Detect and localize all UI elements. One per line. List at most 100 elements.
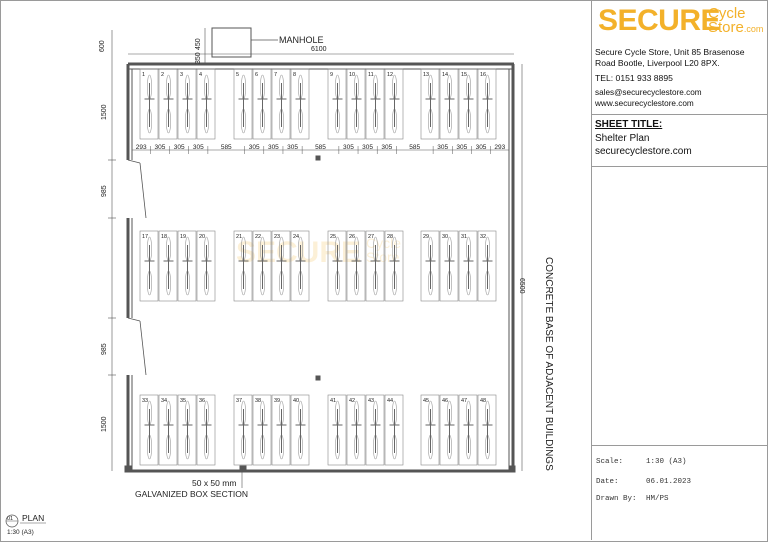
- bay-number: 24: [293, 234, 299, 240]
- bay-number: 20: [199, 234, 205, 240]
- right-caption: CONCRETE BASE OF ADJACENT BUILDINGS: [543, 257, 554, 471]
- divider: [592, 445, 767, 446]
- bike-bay: 45: [420, 394, 440, 466]
- bay-number: 11: [368, 72, 374, 78]
- bike-bay: 40: [290, 394, 310, 466]
- bike-bay: 8: [290, 68, 310, 140]
- company-email: sales@securecyclestore.com: [595, 88, 702, 97]
- shelter-plan-drawing: SECURE Cycle Store MANHOLE: [5, 27, 554, 536]
- bike-bay: 7: [271, 68, 291, 140]
- bay-number: 34: [161, 398, 167, 404]
- company-website: www.securecyclestore.com: [595, 99, 694, 108]
- spacing-dim-label: 585: [409, 144, 420, 151]
- bay-number: 14: [442, 72, 448, 78]
- bike-bay: 6: [252, 68, 272, 140]
- bay-number: 42: [349, 398, 355, 404]
- note-line-1: 50 x 50 mm: [192, 478, 236, 488]
- bike-bay: 48: [477, 394, 497, 466]
- bike-bay: 32: [477, 230, 497, 302]
- bike-bay: 3: [177, 68, 197, 140]
- sheet-title-line2: securecyclestore.com: [595, 146, 692, 157]
- bay-number: 44: [387, 398, 393, 404]
- bay-number: 18: [161, 234, 167, 240]
- bay-number: 46: [442, 398, 448, 404]
- company-address: Secure Cycle Store, Unit 85 Brasenose Ro…: [595, 47, 745, 68]
- spacing-dim-label: 305: [456, 144, 467, 151]
- left-dim-4: 1500: [101, 416, 108, 432]
- bay-number: 1: [142, 72, 145, 78]
- bay-number: 22: [255, 234, 261, 240]
- spacing-dim-label: 305: [174, 144, 185, 151]
- dim-600: 600: [99, 40, 106, 52]
- spacing-dim-label: 585: [315, 144, 326, 151]
- bay-number: 4: [199, 72, 202, 78]
- bike-bay: 25: [327, 230, 347, 302]
- bike-bay: 28: [384, 230, 404, 302]
- bike-bay: 34: [158, 394, 178, 466]
- bike-bay: 33: [139, 394, 159, 466]
- scale-label: Scale:: [596, 458, 624, 466]
- divider: [592, 166, 767, 167]
- bike-bay: 24: [290, 230, 310, 302]
- bay-number: 5: [236, 72, 239, 78]
- left-dim-2: 985: [101, 185, 108, 197]
- bay-number: 48: [480, 398, 486, 404]
- bay-number: 29: [423, 234, 429, 240]
- bay-number: 33: [142, 398, 148, 404]
- bay-number: 16: [480, 72, 486, 78]
- bike-bay: 46: [439, 394, 459, 466]
- left-dim-1: 1500: [101, 104, 108, 120]
- spacing-dim-label: 293: [494, 144, 505, 151]
- bike-bay: 15: [458, 68, 478, 140]
- view-title: PLAN: [22, 513, 44, 523]
- bay-number: 23: [274, 234, 280, 240]
- bay-number: 27: [368, 234, 374, 240]
- manhole: MANHOLE: [211, 27, 324, 58]
- bike-bay: 44: [384, 394, 404, 466]
- bay-number: 40: [293, 398, 299, 404]
- bay-number: 12: [387, 72, 393, 78]
- bike-bay: 21: [233, 230, 253, 302]
- bay-number: 47: [461, 398, 467, 404]
- spacing-dim-label: 305: [343, 144, 354, 151]
- bike-bay: 42: [346, 394, 366, 466]
- logo-dotcom: .com: [743, 24, 764, 34]
- logo-cycle-text: Cycle: [708, 5, 746, 22]
- bike-bay: 37: [233, 394, 253, 466]
- bike-bay: 29: [420, 230, 440, 302]
- left-dimensions: 1500 985 985 1500: [101, 64, 116, 471]
- bike-bay: 20: [196, 230, 216, 302]
- bike-bay: 19: [177, 230, 197, 302]
- bay-number: 26: [349, 234, 355, 240]
- bike-bay: 2: [158, 68, 178, 140]
- logo-secure-text: SECURE: [598, 4, 721, 37]
- bay-number: 17: [142, 234, 148, 240]
- spacing-dim-label: 293: [136, 144, 147, 151]
- spacing-dim-label: 585: [221, 144, 232, 151]
- right-dimensions: 6500 CONCRETE BASE OF ADJACENT BUILDINGS: [518, 64, 554, 471]
- bay-number: 43: [368, 398, 374, 404]
- bay-number: 8: [293, 72, 296, 78]
- spacing-dim-label: 305: [268, 144, 279, 151]
- spacing-dim-label: 305: [287, 144, 298, 151]
- sheet-title-line1: Shelter Plan: [595, 133, 650, 144]
- date-value: 06.01.2023: [646, 478, 692, 486]
- bay-number: 32: [480, 234, 486, 240]
- bay-number: 6: [255, 72, 258, 78]
- company-phone: TEL: 0151 933 8895: [595, 73, 673, 83]
- bike-bay: 11: [365, 68, 385, 140]
- bike-bay: 30: [439, 230, 459, 302]
- view-scale: 1:30 (A3): [7, 529, 34, 536]
- spacing-dim-label: 305: [476, 144, 487, 151]
- brand-logo: SECURE Cycle Store.com: [592, 0, 767, 44]
- view-number: 01: [7, 516, 13, 522]
- bay-number: 39: [274, 398, 280, 404]
- bay-number: 38: [255, 398, 261, 404]
- bike-bay: 23: [271, 230, 291, 302]
- bay-number: 25: [330, 234, 336, 240]
- bike-bay: 1: [139, 68, 159, 140]
- spacing-dim-label: 305: [249, 144, 260, 151]
- note-line-2: GALVANIZED BOX SECTION: [135, 489, 248, 499]
